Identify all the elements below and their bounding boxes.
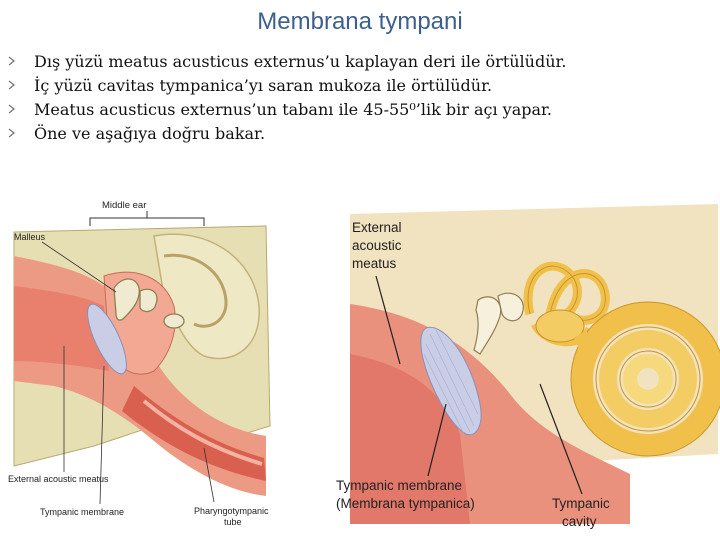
bullet-arrow-icon <box>8 128 16 138</box>
inner-ear-illustration: External acoustic meatus Tympanic membra… <box>330 204 720 536</box>
bullet-arrow-icon <box>8 80 16 90</box>
bullet-item: Meatus acusticus externus’un tabanı ile … <box>6 100 567 124</box>
bullet-item: Dış yüzü meatus acusticus externus’u kap… <box>6 52 567 76</box>
middle-ear-illustration: Middle ear Malleus External acoustic mea… <box>4 196 280 532</box>
bullet-item: İç yüzü cavitas tympanica’yı saran mukoz… <box>6 76 567 100</box>
bullet-list: Dış yüzü meatus acusticus externus’u kap… <box>6 52 567 148</box>
label-middle-ear: Middle ear <box>102 200 146 211</box>
bullet-text: Öne ve aşağıya doğru bakar. <box>34 124 266 143</box>
label-tympanic-cavity-1: Tympanic <box>552 496 610 511</box>
label-pharyngotympanic-2: tube <box>224 517 242 527</box>
bullet-text: İç yüzü cavitas tympanica’yı saran mukoz… <box>34 76 493 95</box>
bullet-text: Meatus acusticus externus’un tabanı ile … <box>34 100 553 119</box>
label-external-meatus: External acoustic meatus <box>8 474 109 484</box>
label-tympanic-cavity-2: cavity <box>562 514 597 529</box>
label-tympanic-membrane-la: (Membrana tympanica) <box>336 496 475 511</box>
page-title: Membrana tympani <box>257 8 463 35</box>
bullet-arrow-icon <box>8 104 16 114</box>
label-tympanic-membrane-en: Tympanic membrane <box>336 478 462 493</box>
label-pharyngotympanic-1: Pharyngotympanic <box>194 506 269 516</box>
bullet-item: Öne ve aşağıya doğru bakar. <box>6 124 567 148</box>
bullet-text: Dış yüzü meatus acusticus externus’u kap… <box>34 52 567 71</box>
label-malleus: Malleus <box>14 232 46 242</box>
bullet-arrow-icon <box>8 56 16 66</box>
label-tympanic-membrane: Tympanic membrane <box>40 507 124 517</box>
label-external-3: meatus <box>352 256 397 271</box>
label-external-2: acoustic <box>352 238 402 253</box>
label-external-1: External <box>352 220 402 235</box>
